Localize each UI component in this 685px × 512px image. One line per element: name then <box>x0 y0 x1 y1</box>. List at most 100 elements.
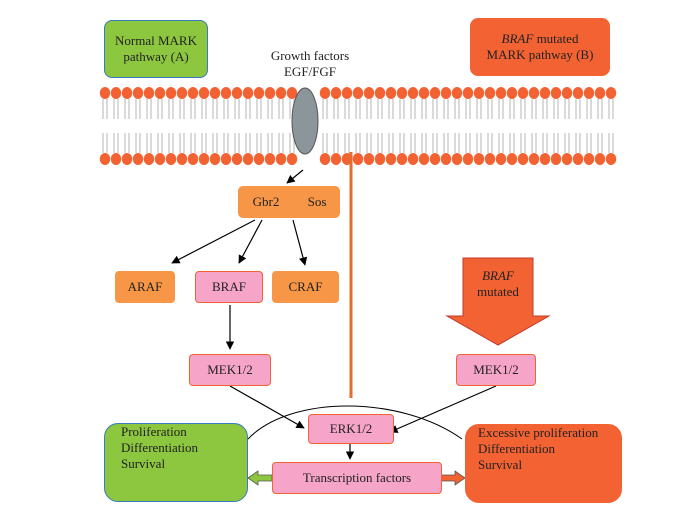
lipid-head <box>539 153 551 165</box>
lipid-head <box>462 87 474 99</box>
lipid-head <box>440 153 452 165</box>
lipid-head <box>99 87 111 99</box>
araf-node: ARAF <box>115 271 175 303</box>
mek-left-node: MEK1/2 <box>189 354 271 386</box>
lipid-head <box>396 153 408 165</box>
lipid-head <box>517 153 529 165</box>
lipid-head <box>396 87 408 99</box>
lipid-head <box>374 87 386 99</box>
lipid-head <box>572 87 584 99</box>
lipid-head <box>484 153 496 165</box>
lipid-head <box>275 87 287 99</box>
lipid-head <box>319 87 331 99</box>
lipid-head <box>374 153 386 165</box>
lipid-head <box>132 87 144 99</box>
lipid-head <box>605 87 617 99</box>
braf-mutated-block-arrow <box>445 257 551 346</box>
lipid-head <box>385 153 397 165</box>
normal-outcome-1: Proliferation <box>121 424 187 439</box>
braf-mutated-line2: mutated <box>477 284 519 299</box>
lipid-head <box>495 87 507 99</box>
lipid-head <box>330 153 342 165</box>
lipid-head <box>407 87 419 99</box>
lipid-head <box>165 87 177 99</box>
lipid-head <box>517 87 529 99</box>
lipid-head <box>154 87 166 99</box>
lipid-head <box>363 153 375 165</box>
lipid-head <box>330 87 342 99</box>
mutated-outcome-2: Differentiation <box>478 441 556 456</box>
lipid-head <box>253 153 265 165</box>
normal-outcome-box: Proliferation Differentiation Survival <box>104 423 248 502</box>
lipid-head <box>572 153 584 165</box>
growth-factors-line1: Growth factors <box>270 48 350 63</box>
growth-factors-line2: EGF/FGF <box>283 64 337 79</box>
mutated-outcome-1: Excessive proliferation <box>478 425 599 440</box>
lipid-head <box>154 153 166 165</box>
lipid-head <box>242 153 254 165</box>
braf-mutated-label: BRAF mutated <box>463 268 533 300</box>
lipid-head <box>264 153 276 165</box>
lipid-head <box>583 153 595 165</box>
growth-factors-label: Growth factors EGF/FGF <box>255 48 365 80</box>
mutated-pathway-braf: BRAF <box>501 31 534 46</box>
lipid-head <box>319 153 331 165</box>
craf-node: CRAF <box>272 271 339 303</box>
lipid-head <box>418 87 430 99</box>
lipid-head <box>286 87 298 99</box>
lipid-head <box>451 153 463 165</box>
lipid-head <box>253 87 265 99</box>
braf-node: BRAF <box>195 271 263 303</box>
lipid-head <box>110 87 122 99</box>
receptor <box>291 87 319 155</box>
lipid-head <box>550 87 562 99</box>
lipid-head <box>605 153 617 165</box>
erk-node: ERK1/2 <box>308 414 394 444</box>
lipid-head <box>264 87 276 99</box>
lipid-head <box>231 153 243 165</box>
lipid-head <box>286 153 298 165</box>
lipid-head <box>594 87 606 99</box>
sos-node: Sos <box>294 186 340 218</box>
gbr2-node: Gbr2 <box>238 186 294 218</box>
double-arrow-left <box>247 470 273 486</box>
lipid-head <box>451 87 463 99</box>
lipid-head <box>209 87 221 99</box>
lipid-head <box>132 153 144 165</box>
lipid-head <box>462 153 474 165</box>
lipid-head <box>99 153 111 165</box>
lipid-head <box>143 153 155 165</box>
lipid-head <box>440 87 452 99</box>
lipid-head <box>473 153 485 165</box>
lipid-head <box>473 87 485 99</box>
double-arrow-right <box>440 470 466 486</box>
mek-right-node: MEK1/2 <box>456 354 536 386</box>
lipid-head <box>429 153 441 165</box>
lipid-head <box>209 153 221 165</box>
feedback-arc <box>247 405 463 440</box>
normal-pathway-line2: pathway (A) <box>123 49 189 64</box>
arrow-mek-erk-left <box>229 385 305 429</box>
lipid-head <box>561 87 573 99</box>
lipid-head <box>352 87 364 99</box>
lipid-head <box>407 153 419 165</box>
lipid-head <box>220 153 232 165</box>
mutated-outcome-3: Survival <box>478 457 523 472</box>
lipid-head <box>187 153 199 165</box>
lipid-head <box>110 153 122 165</box>
lipid-head <box>242 87 254 99</box>
lipid-head <box>528 87 540 99</box>
lipid-head <box>561 153 573 165</box>
arrow-gbr2-araf <box>171 219 256 264</box>
lipid-head <box>121 87 133 99</box>
lipid-head <box>495 153 507 165</box>
normal-pathway-line1: Normal MARK <box>115 33 197 48</box>
mutated-pathway-label: BRAF mutated MARK pathway (B) <box>470 18 610 76</box>
lipid-head <box>528 153 540 165</box>
lipid-head <box>231 87 243 99</box>
lipid-head <box>187 87 199 99</box>
lipid-head <box>583 87 595 99</box>
lipid-head <box>176 153 188 165</box>
lipid-head <box>176 87 188 99</box>
